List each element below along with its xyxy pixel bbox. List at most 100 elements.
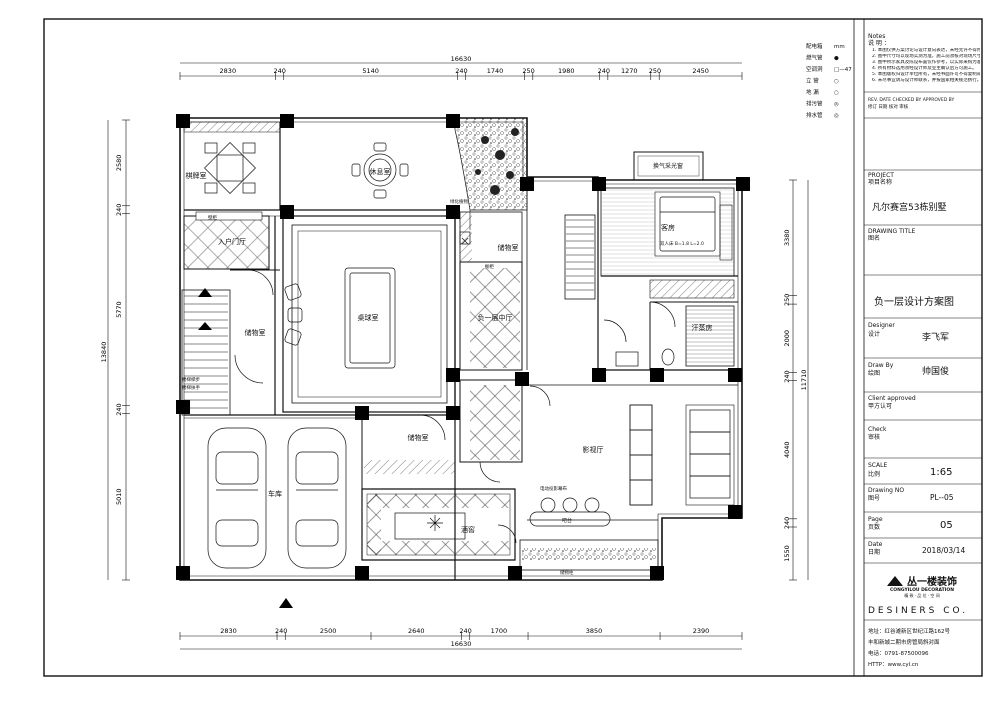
designer-label: Designer	[868, 322, 895, 329]
label-storage-low: 储物室	[408, 433, 429, 442]
client-label: Client approved	[868, 395, 916, 402]
date-label-cn: 日期	[868, 549, 881, 556]
project-name: 凡尔赛宫53栋别墅	[872, 203, 947, 213]
drawby-name: 帅国俊	[922, 367, 950, 377]
dim-segment: 240	[115, 403, 123, 415]
structural-column	[650, 566, 664, 580]
label-chess-room: 棋牌室	[186, 171, 207, 180]
address-line-1: 地址：红谷滩新区世纪江路162号	[868, 629, 950, 635]
check-label: Check	[868, 426, 887, 433]
legend-label: 排污管	[806, 100, 823, 108]
scale-label: SCALE	[868, 462, 888, 469]
structural-column	[280, 114, 294, 128]
dim-segment: 250	[649, 67, 661, 75]
label-storage-mid: 储物室	[498, 243, 519, 252]
dim-segment: 1270	[621, 67, 638, 75]
dim-segment: 5140	[362, 67, 379, 75]
structural-column	[176, 400, 190, 414]
drawing-no-label-cn: 图号	[868, 495, 881, 502]
note-cabinet: 橱柜	[485, 263, 494, 270]
dim-segment: 1550	[783, 545, 791, 562]
legend-symbol: ●	[834, 56, 839, 62]
title-block-lines	[864, 91, 982, 621]
structural-column	[508, 566, 522, 580]
company-name-cn: 丛一楼装饰	[907, 577, 957, 588]
dim-segment: 1700	[491, 627, 508, 635]
notes-list: 1. 本图仅供方案讨论与设计意向表达，未经允许不得用于施工。 2. 图中尺寸均以…	[872, 48, 980, 84]
label-guest-room: 客房	[661, 223, 675, 232]
company-logo: 丛一楼装饰 CONGYILOU DECORATION 精 致 · 品 位 · 空…	[872, 573, 972, 599]
columns	[176, 114, 750, 580]
label-sauna: 汗蒸房	[692, 323, 713, 332]
dim-segment: 2390	[693, 627, 710, 635]
dim-segment: 1980	[558, 67, 575, 75]
project-label-cn: 项目名称	[868, 179, 893, 186]
legend-label: 立 管	[806, 77, 819, 85]
structural-column	[736, 177, 750, 191]
structural-column	[355, 406, 369, 420]
textures	[183, 117, 734, 560]
dim-segment: 240	[115, 204, 123, 216]
structural-column	[176, 114, 190, 128]
dim-total-top: 16630	[451, 55, 472, 63]
drawby-label-cn: 绘图	[868, 370, 881, 377]
dim-segment: 2500	[320, 627, 337, 635]
car-left	[207, 427, 267, 569]
structural-column	[592, 177, 606, 191]
designer-name: 李飞军	[922, 333, 950, 343]
legend-label: 地 漏	[806, 88, 819, 96]
structural-column	[728, 505, 742, 519]
dim-segment: 2830	[220, 67, 237, 75]
dim-segment: 240	[455, 67, 467, 75]
rev-header-cn: 修订 日期 核对 审核	[868, 105, 909, 110]
check-label-cn: 审核	[868, 434, 881, 441]
structural-column	[355, 566, 369, 580]
drawing-no-label: Drawing NO	[868, 487, 905, 494]
scale-label-cn: 比例	[868, 471, 881, 478]
drawby-label: Draw By	[868, 362, 894, 369]
walls	[179, 117, 743, 581]
small-notes: 楼梯梯步 楼梯扶手 绿化植物 电动投影幕布 双人床 B=1.8 L=2.0 壁柜…	[182, 198, 704, 576]
dim-segment: 3380	[783, 230, 791, 247]
dim-segment: 5770	[115, 301, 123, 318]
project-label: PROJECT	[868, 172, 894, 179]
note-stair: 楼梯梯步	[182, 376, 200, 383]
legend-symbol: ◎	[834, 113, 839, 119]
dim-segment: 1740	[487, 67, 504, 75]
page-value: 05	[940, 520, 953, 531]
page-label: Page	[868, 516, 883, 523]
label-storage-left: 储物室	[245, 328, 266, 337]
drawing-no-value: PL--05	[930, 493, 954, 502]
dim-segment: 240	[273, 67, 285, 75]
arrow-marks	[198, 288, 293, 608]
label-entrance-hall: 入户门厅	[218, 237, 246, 246]
logo-mark-icon	[887, 575, 903, 586]
note-line: 4. 所有材料选用须经设计师及业主确认后方可施工。	[872, 66, 977, 71]
note-sofa: 储物柜	[560, 569, 574, 576]
structural-column	[176, 566, 190, 580]
dim-segment: 250	[522, 67, 534, 75]
dim-total-right: 11710	[800, 370, 808, 391]
note-line: 6. 未尽事宜请与设计师联系，并按国家相关规范执行。	[872, 78, 980, 83]
page-label-cn: 页数	[868, 524, 881, 531]
designer-label-cn: 设计	[868, 331, 881, 338]
note-line: 3. 图中所示家具及陈设布置仅作参考，以实际采购为准。	[872, 60, 980, 65]
label-skylight: 换气采光窗	[653, 162, 683, 170]
dim-total-left: 13840	[100, 342, 108, 363]
structural-column	[280, 205, 294, 219]
car-right	[287, 427, 347, 569]
label-garage: 车库	[268, 489, 282, 498]
legend-symbol: ○	[834, 90, 839, 96]
client-label-cn: 甲方认可	[868, 403, 893, 410]
company-slogan: 精 致 · 品 位 · 空 间	[904, 593, 940, 598]
legend-symbol: mm	[834, 44, 845, 50]
furniture	[184, 142, 731, 569]
structural-column	[650, 368, 664, 382]
legend-symbol: □—47	[834, 67, 852, 73]
structural-column	[592, 368, 606, 382]
